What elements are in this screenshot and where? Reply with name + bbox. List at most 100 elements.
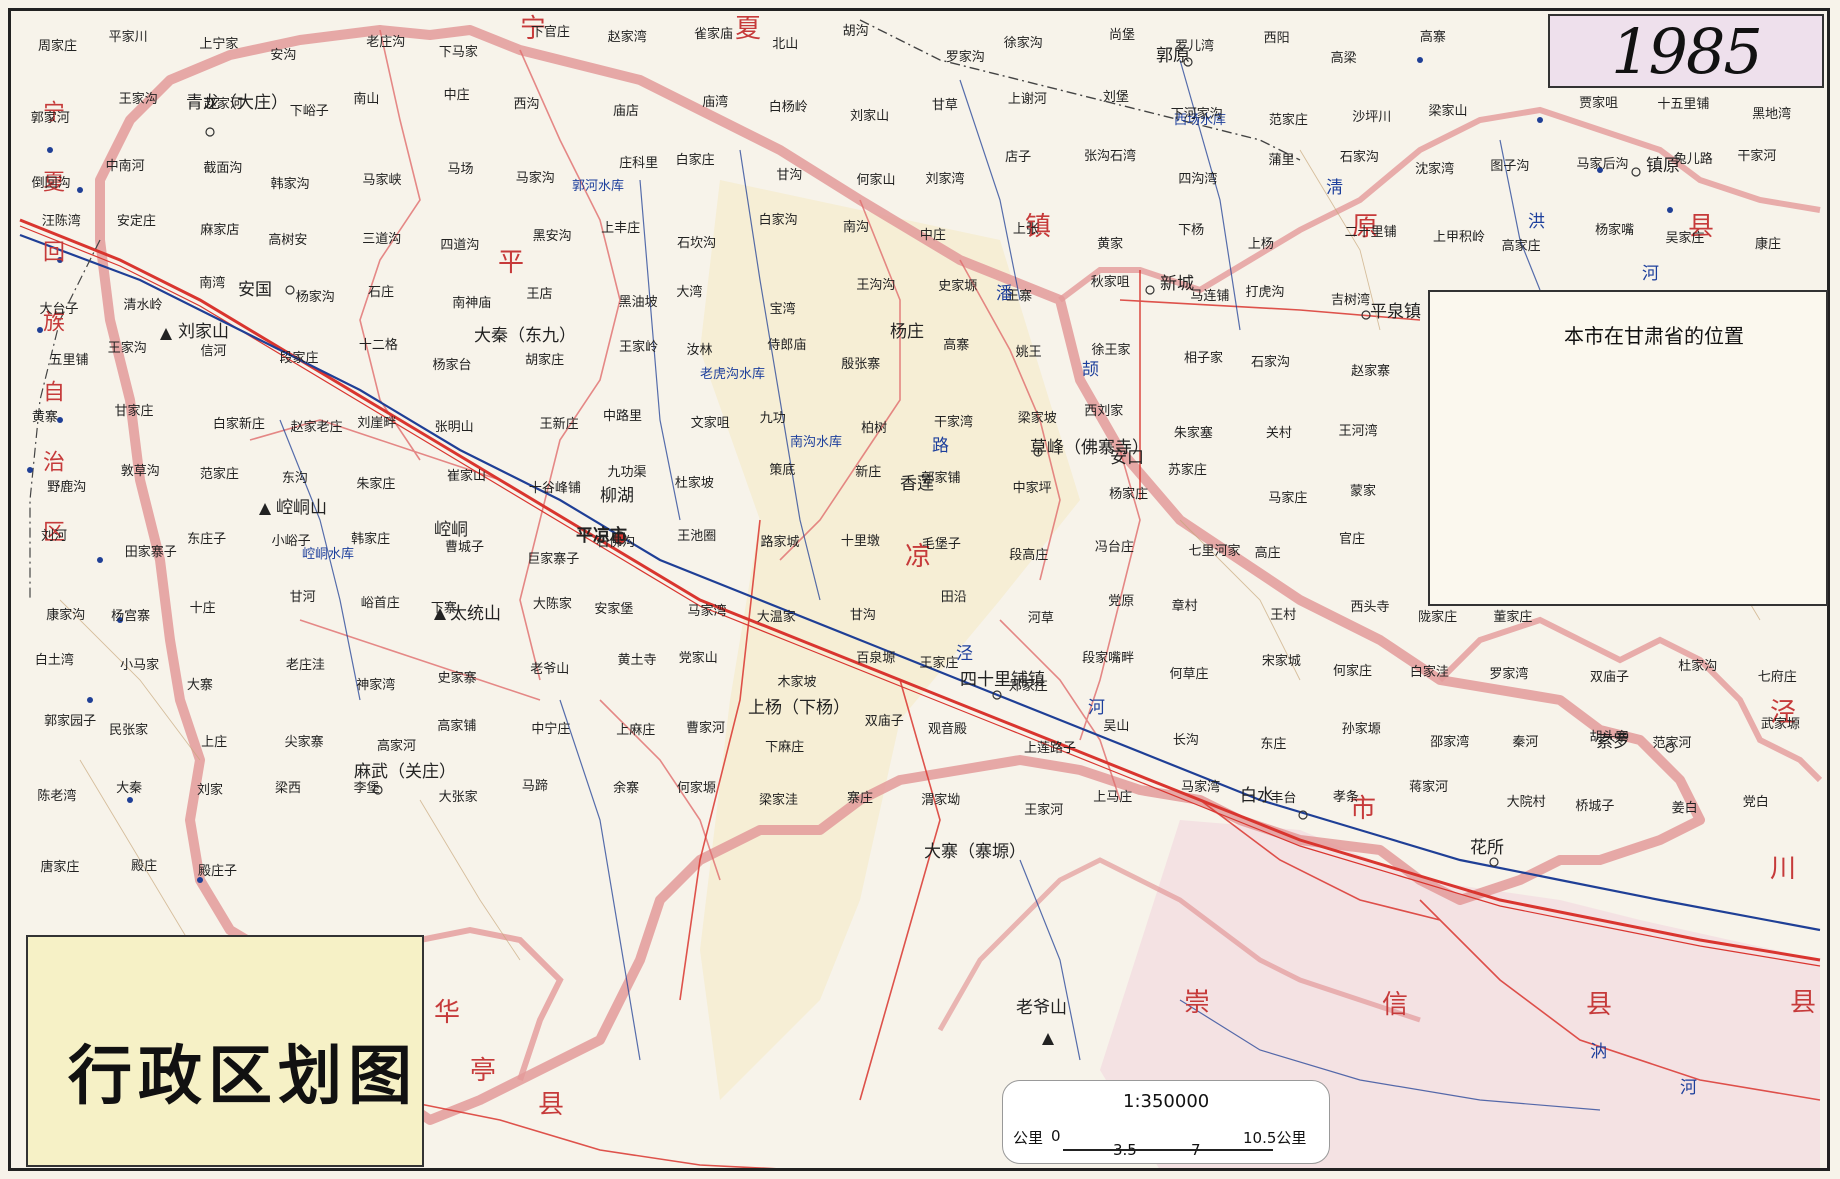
village-label: 殿庄子 (198, 863, 238, 879)
adm-chongxin-1: 崇 (1184, 988, 1211, 1018)
village-label: 马家湾 (1181, 780, 1221, 796)
village-label: 贾家咀 (1579, 95, 1619, 111)
adm-jingchuan-2: 川 (1770, 854, 1797, 884)
county-boundary-jingchuan (1437, 616, 1823, 783)
village-label: 南神庙 (452, 296, 492, 312)
village-label: 赵家寨 (1351, 363, 1391, 379)
village-label: 黄土寺 (617, 653, 657, 669)
village-label: 十里墩 (840, 534, 880, 550)
village-label: 毛堡子 (921, 536, 961, 552)
reservoir-laohugou: 老虎沟水库 (700, 367, 766, 382)
place-town-baishui: 白水 (1240, 786, 1274, 806)
village-label: 马家沟 (515, 170, 555, 186)
village-label: 木家坡 (777, 675, 817, 691)
village-label: 高家庄 (1501, 238, 1541, 254)
village-label: 崔家山 (447, 468, 487, 484)
village-label: 峪首庄 (360, 596, 400, 612)
village-label: 庄科里 (619, 156, 659, 172)
village-label: 甘草 (931, 98, 958, 114)
village-label: 老爷山 (530, 661, 570, 677)
river-char-1: 泾 (956, 644, 973, 664)
village-label: 尚堡 (1108, 28, 1135, 44)
village-label: 上丰庄 (601, 221, 641, 237)
village-label: 甘沟 (849, 607, 876, 623)
village-label: 范家庄 (1268, 113, 1308, 129)
village-label: 宋家城 (1261, 654, 1301, 670)
mountain-laoyeshan: 老爷山 (1016, 998, 1067, 1018)
village-label: 孝条 (1332, 789, 1359, 805)
village-label: 庙店 (612, 104, 639, 120)
village-label: 宝湾 (769, 302, 796, 318)
secondary-roads (399, 270, 1821, 1171)
village-label: 七里河家 (1188, 544, 1241, 560)
village-label: 麻家店 (200, 223, 240, 239)
village-label: 沙坪川 (1352, 110, 1392, 126)
village-label: 章村 (1171, 598, 1198, 614)
village-label: 大台子 (39, 302, 79, 318)
village-label: 大寨 (186, 678, 213, 694)
village-label: 姚王 (1015, 344, 1042, 360)
river-char-9: 汭 (1590, 1042, 1607, 1062)
village-label: 党原 (1108, 594, 1135, 610)
village-label: 田家寨子 (124, 545, 177, 561)
village-label: 王河湾 (1338, 424, 1378, 440)
village-label: 张沟石湾 (1084, 149, 1137, 165)
village-label: 东庄 (1260, 736, 1287, 752)
village-label: 王店 (526, 286, 553, 302)
village-label: 清水岭 (123, 297, 163, 313)
inset-title: 本市在甘肃省的位置 (1564, 324, 1744, 348)
village-label: 巨家寨子 (527, 551, 580, 567)
village-label: 罗家湾 (1489, 666, 1529, 682)
mountain-liujiashan: 刘家山 (178, 322, 229, 342)
village-label: 大陈家 (532, 597, 572, 613)
village-label: 截面沟 (203, 161, 243, 177)
village-label: 石佛沟 (596, 535, 636, 551)
river-char-8: 河 (1642, 264, 1659, 284)
village-label: 尖家寨 (284, 735, 324, 751)
village-label: 中宁庄 (531, 721, 571, 737)
adm-chongxin-2: 信 (1382, 990, 1409, 1020)
village-label: 吉树湾 (1331, 292, 1371, 308)
village-label: 西刘家 (1084, 403, 1124, 419)
adm-ningxia-2: 夏 (735, 14, 762, 44)
village-label: 殷张寨 (841, 357, 881, 373)
province-boundary (859, 19, 1301, 161)
place-town-caofeng: 草峰（佛寨寺） (1030, 438, 1149, 458)
village-label: 余寨 (613, 781, 640, 797)
village-label: 官庄 (1339, 532, 1366, 548)
map-title: 行政区划图 (68, 1040, 418, 1114)
village-label: 西沟 (513, 97, 540, 113)
village-label: 中南河 (105, 158, 145, 174)
village-label: 大张家 (438, 790, 478, 806)
village-label: 下寨 (430, 600, 457, 616)
village-label: 雀家庙 (694, 27, 734, 43)
village-label: 刘崖畔 (357, 416, 397, 432)
place-town-qinglong: 青龙（大庄） (186, 93, 288, 113)
village-label: 七府庄 (1757, 669, 1797, 685)
village-label: 上杨 (1247, 236, 1274, 252)
village-label: 上甲积岭 (1432, 230, 1485, 246)
village-label: 高树安 (268, 232, 308, 248)
village-label: 沈家湾 (1415, 162, 1455, 178)
village-label: 范家庄 (199, 466, 239, 482)
village-label: 马家湾 (687, 603, 727, 619)
village-label: 杨宫寨 (111, 608, 151, 624)
village-label: 马连铺 (1190, 288, 1230, 304)
adm-jingchuan-3: 县 (1790, 988, 1817, 1018)
village-label: 朱家庄 (356, 477, 396, 493)
river-char-5: 路 (932, 436, 949, 456)
village-label: 秦河 (1512, 734, 1539, 750)
village-label: 田沿 (940, 590, 967, 606)
village-label: 五里铺 (49, 352, 89, 368)
village-label: 中家坪 (1012, 481, 1052, 497)
village-label: 徐家沟 (1003, 35, 1043, 51)
village-label: 赵家湾 (607, 29, 647, 45)
village-label: 高寨 (1419, 29, 1446, 45)
village-label: 白杨岭 (768, 99, 808, 115)
adm-huating-2: 亭 (470, 1056, 497, 1086)
village-label: 新庄 (855, 465, 882, 481)
village-label: 唐家庄 (40, 860, 80, 876)
village-label: 丰台 (1270, 791, 1297, 807)
place-town-sishilipu: 四十里铺镇 (960, 670, 1045, 690)
village-label: 王新庄 (539, 416, 579, 432)
